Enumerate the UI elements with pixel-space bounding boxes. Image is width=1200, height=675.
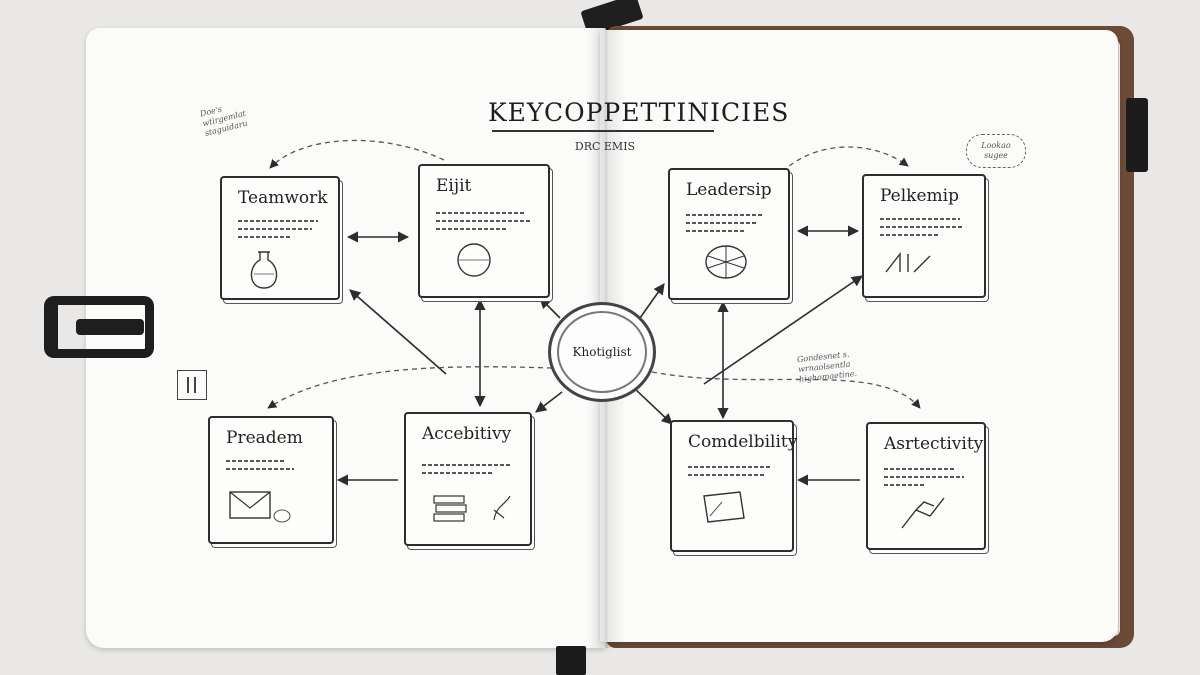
card-title: Pelkemip [880, 186, 959, 206]
arrow-hub-pelkemip [703, 275, 863, 385]
text-scribble [686, 214, 762, 216]
hub-label: Khotiglist [572, 345, 632, 359]
bars-doodle-icon [177, 370, 207, 400]
text-scribble [226, 460, 286, 462]
margin-note-bubble: Lookao sugee [966, 134, 1026, 168]
arrow-hub-teamwork [349, 289, 447, 375]
text-scribble [880, 218, 960, 220]
text-scribble [226, 468, 294, 470]
card-title: Teamwork [238, 188, 328, 208]
books-sketch-icon [433, 495, 511, 522]
dashed-curve-top-left [269, 139, 445, 169]
bookmark-ribbon-bottom [556, 646, 586, 675]
margin-note-top-right: Lookao sugee [981, 141, 1011, 160]
card-eijit: Eijit [418, 164, 550, 298]
pie-sketch-icon [705, 245, 747, 279]
card-astectivity: Asrtectivity [866, 422, 986, 550]
text-scribble [880, 234, 940, 236]
central-hub: Khotiglist [548, 302, 656, 402]
title-underline [492, 130, 714, 132]
text-scribble [436, 212, 526, 214]
text-scribble [884, 484, 924, 486]
circle-sketch-icon [457, 243, 491, 277]
elastic-band [1126, 98, 1148, 172]
card-comdelbilty: Comdelbility [670, 420, 798, 552]
handshake-sketch-icon [901, 497, 945, 529]
margin-note-mid-right: Gondesnet s. wrnaolsentla highomaetine. [796, 349, 858, 384]
text-scribble [436, 228, 506, 230]
card-title: Preadem [226, 428, 303, 448]
arrow-hub-leadership [639, 283, 665, 319]
card-accebitivy: Accebitivy [404, 412, 532, 546]
text-scribble [422, 464, 512, 466]
text-scribble [880, 226, 964, 228]
text-scribble [422, 472, 494, 474]
text-scribble [686, 222, 756, 224]
card-title: Asrtectivity [884, 434, 984, 454]
sign-sketch-icon [885, 251, 931, 273]
text-scribble [686, 230, 746, 232]
diagram-subtitle: DRC EMIS [574, 140, 636, 153]
dashed-curve-top-right [775, 146, 909, 179]
text-scribble [688, 474, 764, 476]
dashed-curve-mid-right [651, 371, 921, 409]
text-scribble [884, 476, 964, 478]
text-scribble [688, 466, 772, 468]
card-teamwork: Teamwork [220, 176, 340, 300]
vase-sketch-icon [250, 251, 278, 289]
arrow-hub-eijit [539, 297, 561, 319]
text-scribble [238, 236, 292, 238]
card-title: Eijit [436, 176, 472, 196]
text-scribble [238, 228, 312, 230]
text-scribble [436, 220, 532, 222]
card-title: Accebitivy [422, 424, 512, 444]
text-scribble [238, 220, 318, 222]
diagram-title: KEYCOPPETTINICIES [488, 98, 790, 127]
card-title: Comdelbility [688, 432, 798, 452]
tablet-sketch-icon [703, 491, 745, 523]
card-leadership: Leadersip [668, 168, 790, 300]
envelope-sketch-icon [229, 491, 291, 523]
card-pelkemip: Pelkemip [862, 174, 986, 298]
text-scribble [884, 468, 956, 470]
card-title: Leadersip [686, 180, 772, 200]
card-preadem: Preadem [208, 416, 334, 544]
binder-clip-icon [44, 296, 154, 358]
arrow-hub-comdelbilty [633, 387, 673, 425]
dashed-curve-mid-left [267, 366, 553, 409]
arrow-hub-accebitivy [535, 391, 563, 413]
